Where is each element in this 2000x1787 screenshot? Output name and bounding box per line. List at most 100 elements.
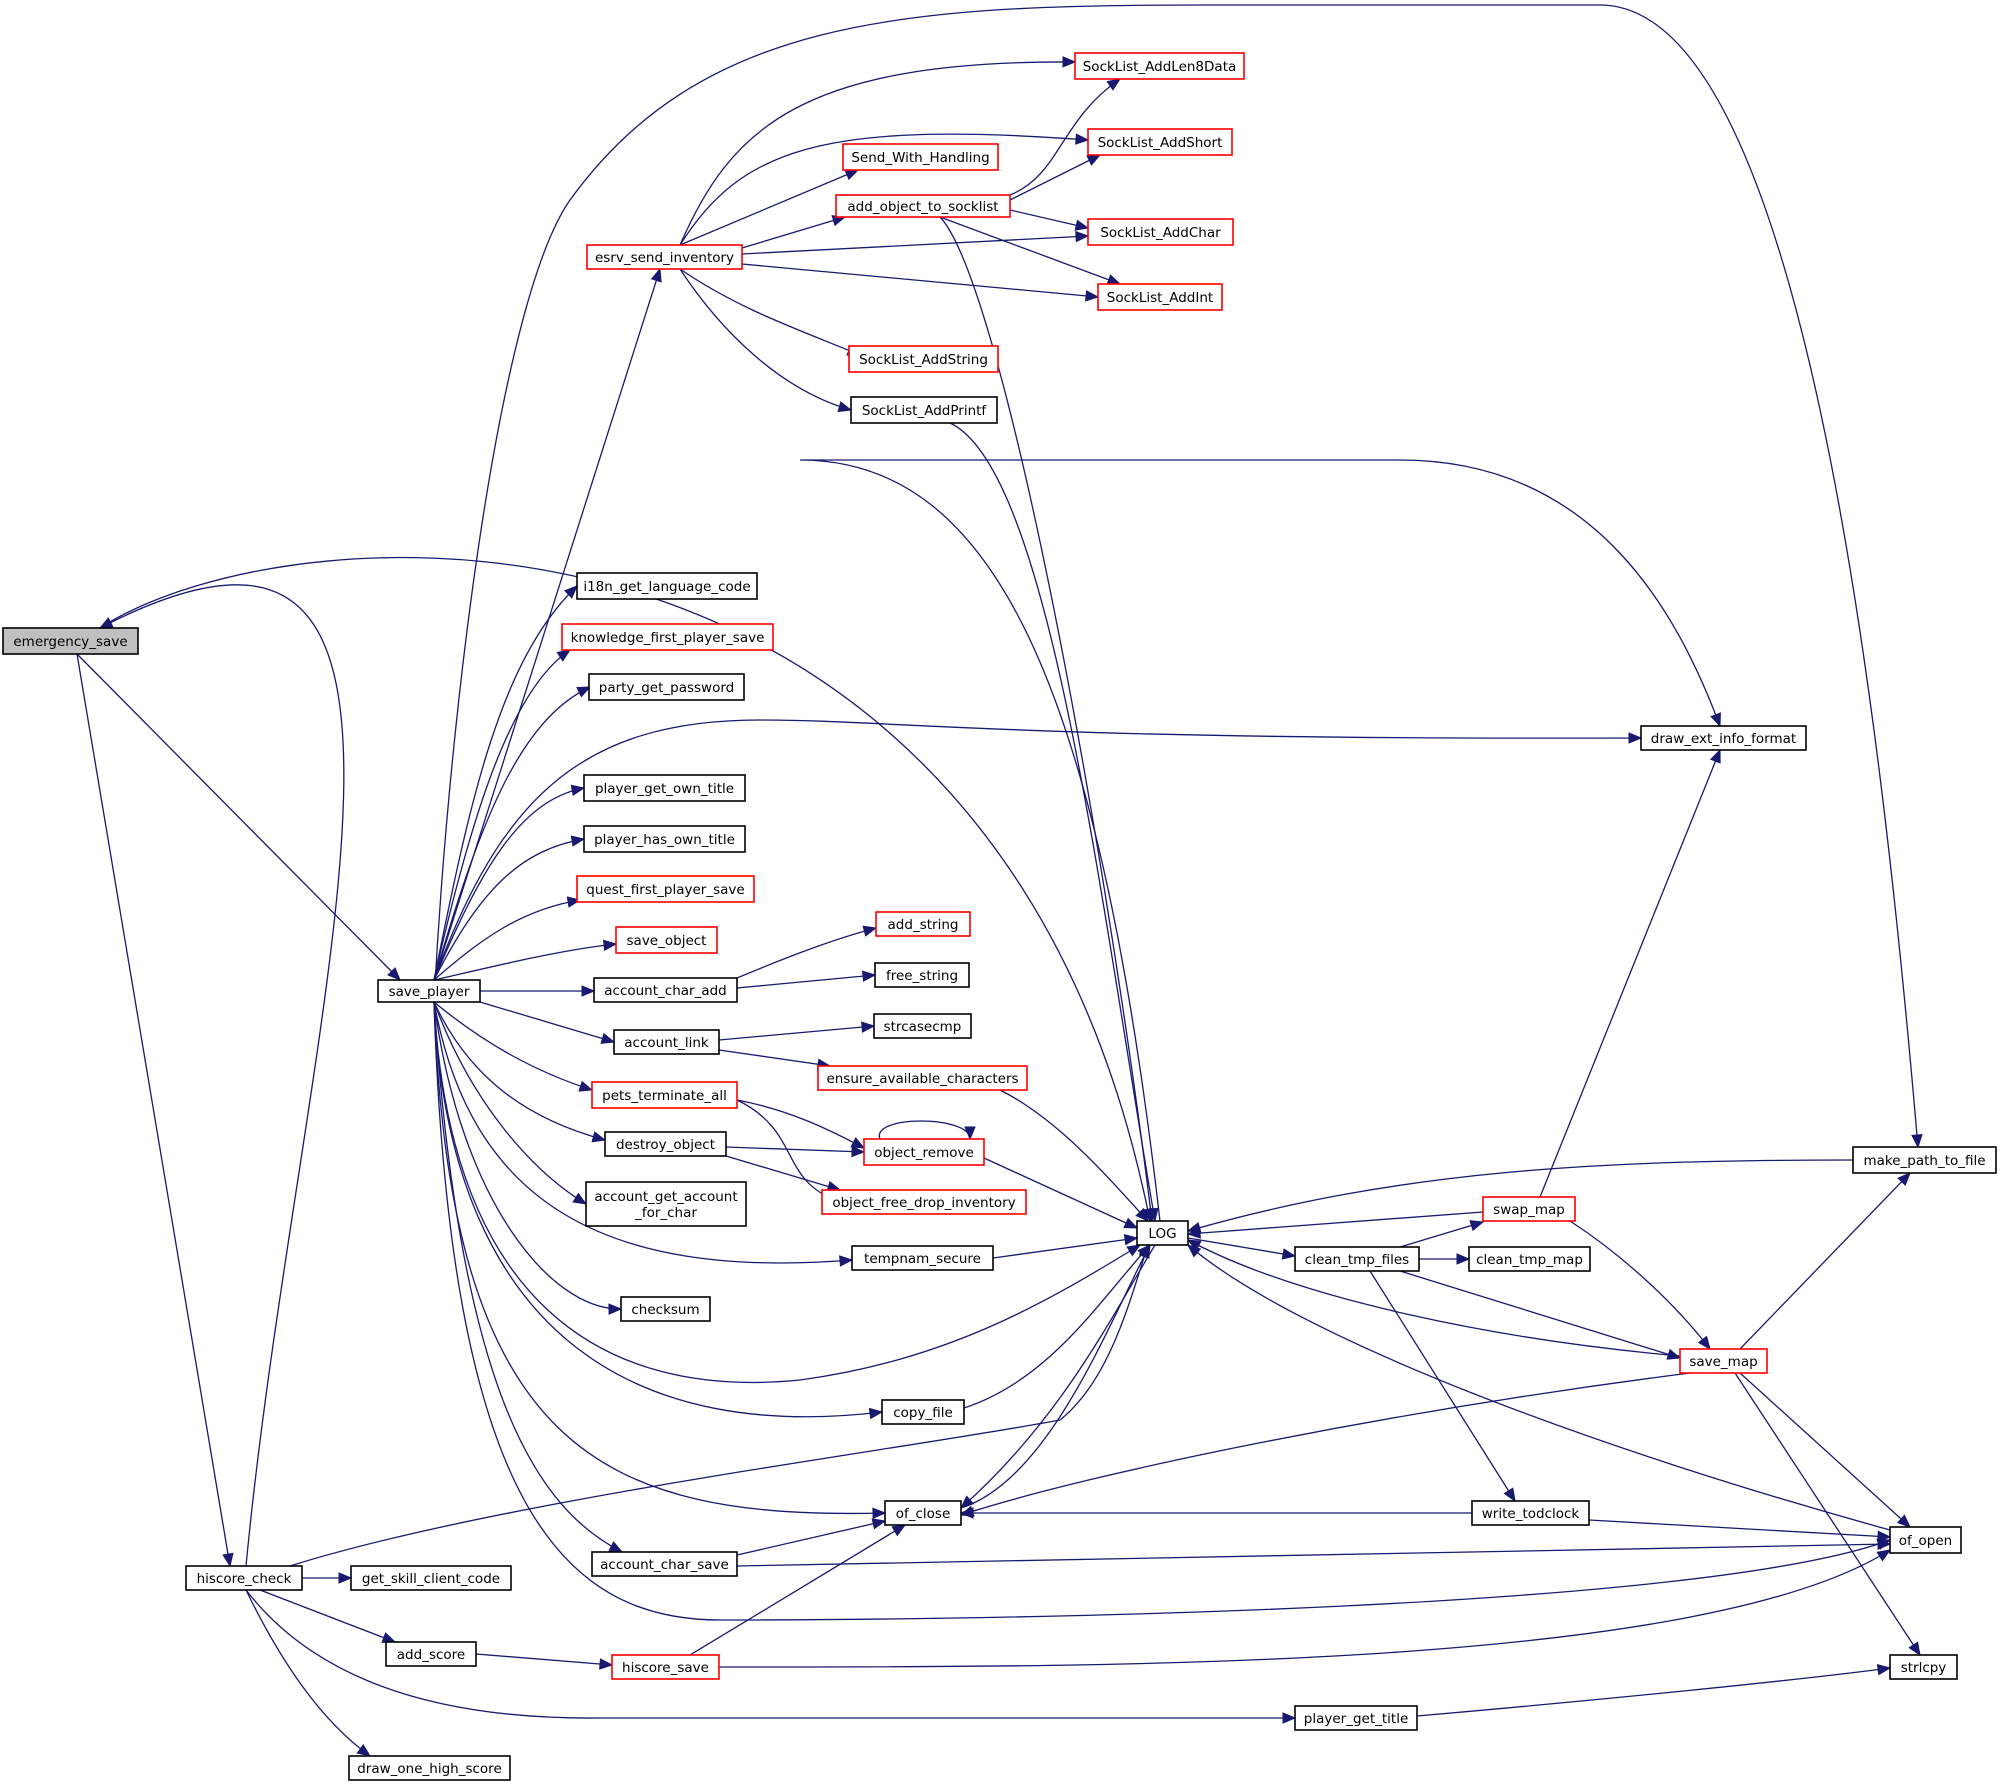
node-label: write_todclock bbox=[1482, 1506, 1580, 1522]
edge-line bbox=[992, 1237, 1138, 1259]
node-i18n_get_language_code[interactable]: i18n_get_language_code bbox=[576, 572, 758, 600]
node-label: swap_map bbox=[1493, 1202, 1565, 1218]
node-object_free_drop_inventory[interactable]: object_free_drop_inventory bbox=[821, 1189, 1027, 1215]
node-account_get_account_for_char[interactable]: account_get_account_for_char bbox=[585, 1181, 747, 1227]
node-add_string[interactable]: add_string bbox=[875, 911, 971, 937]
node-label: get_skill_client_code bbox=[362, 1571, 500, 1587]
edge-arrowhead bbox=[839, 1255, 854, 1267]
edge-esrv_send_inventory-to-Send_With_Handling bbox=[679, 169, 860, 246]
node-LOG[interactable]: LOG bbox=[1136, 1220, 1189, 1246]
node-box bbox=[873, 1013, 972, 1039]
node-label: account_char_add bbox=[604, 983, 727, 999]
edge-arrowhead bbox=[1628, 732, 1643, 744]
edge-line bbox=[433, 1001, 606, 1141]
edge-arrowhead bbox=[844, 169, 860, 181]
edge-arrowhead bbox=[572, 1192, 588, 1205]
node-free_string[interactable]: free_string bbox=[874, 962, 970, 988]
edge-line bbox=[736, 1520, 886, 1556]
edge-arrowhead bbox=[1710, 712, 1721, 728]
node-box bbox=[591, 1551, 738, 1577]
node-box bbox=[2, 627, 139, 655]
edge-tempnam_secure-to-LOG bbox=[992, 1234, 1139, 1259]
edge-save_player-to-account_link bbox=[479, 1001, 616, 1044]
edge-line bbox=[76, 653, 401, 981]
edge-line bbox=[433, 1001, 622, 1310]
node-account_char_add[interactable]: account_char_add bbox=[593, 977, 738, 1003]
edge-line bbox=[736, 1099, 865, 1149]
node-tempnam_secure[interactable]: tempnam_secure bbox=[851, 1245, 994, 1271]
edge-emergency_save-to-save_player bbox=[76, 653, 401, 981]
node-swap_map[interactable]: swap_map bbox=[1482, 1196, 1576, 1222]
node-label: add_string bbox=[888, 917, 959, 933]
node-account_char_save[interactable]: account_char_save bbox=[591, 1551, 738, 1577]
edge-arrowhead bbox=[576, 686, 592, 698]
node-save_object[interactable]: save_object bbox=[615, 926, 718, 954]
node-label: save_map bbox=[1689, 1354, 1757, 1370]
node-add_score[interactable]: add_score bbox=[385, 1641, 477, 1667]
node-label: of_open bbox=[1899, 1533, 1952, 1549]
node-clean_tmp_map[interactable]: clean_tmp_map bbox=[1468, 1246, 1591, 1272]
node-draw_ext_info_format[interactable]: draw_ext_info_format bbox=[1640, 725, 1807, 751]
node-SockList_AddPrintf[interactable]: SockList_AddPrintf bbox=[850, 396, 998, 424]
node-SockList_AddString[interactable]: SockList_AddString bbox=[848, 345, 999, 373]
node-of_open[interactable]: of_open bbox=[1889, 1526, 1962, 1554]
node-clean_tmp_files[interactable]: clean_tmp_files bbox=[1294, 1246, 1420, 1272]
node-quest_first_player_save[interactable]: quest_first_player_save bbox=[576, 875, 755, 903]
node-hiscore_check[interactable]: hiscore_check bbox=[185, 1565, 303, 1591]
node-box bbox=[1852, 1146, 1997, 1174]
node-strlcpy[interactable]: strlcpy bbox=[1889, 1654, 1958, 1680]
node-player_has_own_title[interactable]: player_has_own_title bbox=[583, 825, 746, 853]
node-box bbox=[1482, 1196, 1576, 1222]
node-copy_file[interactable]: copy_file bbox=[881, 1399, 965, 1425]
edge-object_remove-to-LOG bbox=[983, 1157, 1139, 1229]
edge-account_char_save-to-of_open bbox=[736, 1538, 1892, 1567]
node-box bbox=[1640, 725, 1807, 751]
node-knowledge_first_player_save[interactable]: knowledge_first_player_save bbox=[561, 623, 774, 651]
node-account_link[interactable]: account_link bbox=[613, 1029, 720, 1055]
node-hiscore_save[interactable]: hiscore_save bbox=[611, 1654, 720, 1680]
edge-save_player-to-player_get_own_title bbox=[433, 784, 586, 981]
node-pets_terminate_all[interactable]: pets_terminate_all bbox=[591, 1081, 738, 1109]
edge-save_player-to-destroy_object bbox=[433, 1001, 607, 1143]
node-SockList_AddLen8Data[interactable]: SockList_AddLen8Data bbox=[1074, 52, 1245, 80]
node-SockList_AddShort[interactable]: SockList_AddShort bbox=[1087, 128, 1233, 156]
edge-line bbox=[433, 1001, 1891, 1621]
node-box bbox=[377, 979, 481, 1003]
node-label: player_get_title bbox=[1304, 1711, 1409, 1727]
node-write_todclock[interactable]: write_todclock bbox=[1471, 1500, 1590, 1526]
node-box bbox=[875, 911, 971, 937]
node-SockList_AddInt[interactable]: SockList_AddInt bbox=[1097, 283, 1223, 311]
edge-arrowhead bbox=[862, 970, 877, 982]
node-checksum[interactable]: checksum bbox=[620, 1296, 711, 1322]
node-add_object_to_socklist[interactable]: add_object_to_socklist bbox=[835, 194, 1011, 218]
node-draw_one_high_score[interactable]: draw_one_high_score bbox=[348, 1755, 511, 1781]
node-label: SockList_AddShort bbox=[1098, 135, 1223, 151]
node-SockList_AddChar[interactable]: SockList_AddChar bbox=[1087, 218, 1234, 246]
node-strcasecmp[interactable]: strcasecmp bbox=[873, 1013, 972, 1039]
node-save_player[interactable]: save_player bbox=[377, 979, 481, 1003]
node-emergency_save[interactable]: emergency_save bbox=[2, 627, 139, 655]
node-of_close[interactable]: of_close bbox=[884, 1500, 962, 1526]
node-box bbox=[1679, 1348, 1768, 1374]
node-save_map[interactable]: save_map bbox=[1679, 1348, 1768, 1374]
edge-line bbox=[433, 899, 581, 981]
edge-pets_terminate_all-to-object_remove bbox=[736, 1099, 866, 1149]
edge-emergency_save-to-hiscore_check bbox=[76, 653, 234, 1568]
node-ensure_available_characters[interactable]: ensure_available_characters bbox=[817, 1065, 1028, 1091]
edge-line bbox=[949, 422, 1156, 1222]
edge-add_object_to_socklist-to-SockList_AddShort bbox=[1009, 154, 1102, 201]
node-object_remove[interactable]: object_remove bbox=[863, 1138, 985, 1166]
node-player_get_title[interactable]: player_get_title bbox=[1294, 1705, 1418, 1731]
node-get_skill_client_code[interactable]: get_skill_client_code bbox=[350, 1565, 512, 1591]
edge-line bbox=[1399, 1270, 1681, 1359]
node-party_get_password[interactable]: party_get_password bbox=[588, 673, 745, 701]
node-player_get_own_title[interactable]: player_get_own_title bbox=[583, 774, 746, 802]
node-Send_With_Handling[interactable]: Send_With_Handling bbox=[842, 143, 999, 171]
edge-hiscore_check-to-add_score bbox=[259, 1589, 397, 1643]
node-esrv_send_inventory[interactable]: esrv_send_inventory bbox=[586, 244, 743, 270]
node-destroy_object[interactable]: destroy_object bbox=[604, 1131, 727, 1157]
edge-arrowhead bbox=[591, 1131, 607, 1143]
node-box bbox=[583, 825, 746, 853]
node-make_path_to_file[interactable]: make_path_to_file bbox=[1852, 1146, 1997, 1174]
edge-line bbox=[1187, 1159, 1854, 1232]
